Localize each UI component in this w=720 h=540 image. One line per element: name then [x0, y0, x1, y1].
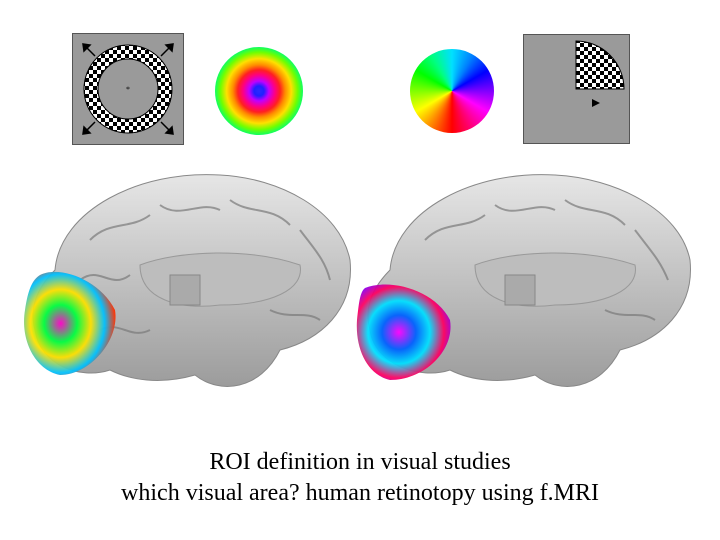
- ring-stimulus-panel: *: [72, 33, 184, 145]
- caption-line-2: which visual area? human retinotopy usin…: [121, 480, 599, 506]
- polar-angle-color-wheel-icon: [410, 49, 494, 133]
- svg-text:*: *: [126, 85, 130, 94]
- caption-line-1: ROI definition in visual studies: [209, 449, 511, 475]
- brain-medial-surface-eccentricity-icon: [24, 174, 351, 387]
- rotating-wedge-checkerboard-icon: [575, 40, 625, 107]
- wedge-stimulus-panel: [523, 34, 630, 144]
- eccentricity-color-disc-icon: [215, 47, 303, 135]
- expanding-ring-checkerboard-icon: *: [82, 43, 174, 135]
- brain-medial-surface-polar-angle-icon: [356, 174, 691, 387]
